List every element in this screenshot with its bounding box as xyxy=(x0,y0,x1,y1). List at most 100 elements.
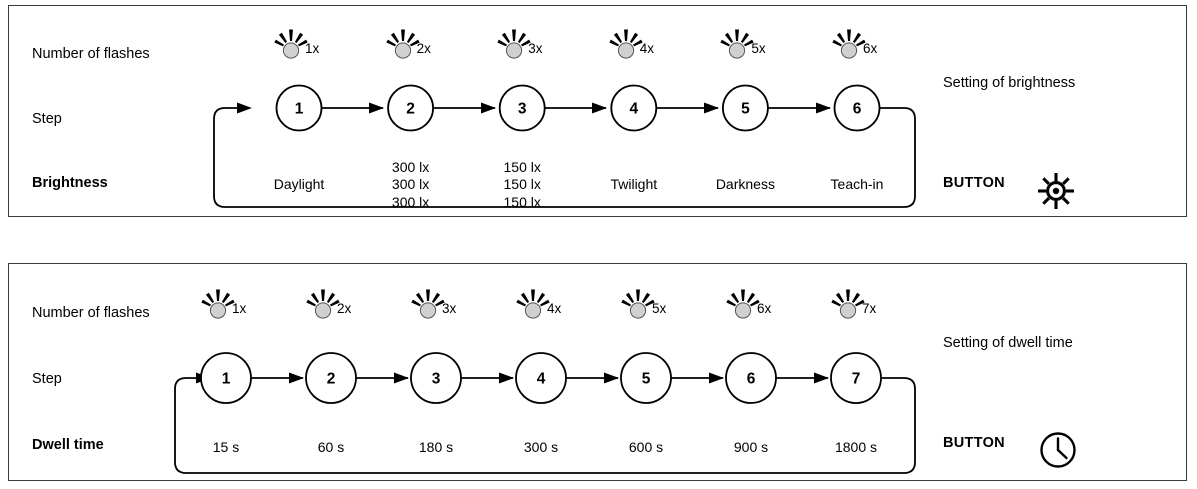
row-label-number-of-flashes: Number of flashes xyxy=(32,46,150,62)
brightness-panel: Number of flashes Step Brightness 1x 2x 3x… xyxy=(8,5,1187,217)
step-node xyxy=(725,352,777,404)
lamp-flash-icon xyxy=(201,289,235,319)
panel-caption-dwell: Setting of dwell time xyxy=(943,335,1073,351)
flash-indicator: 6x xyxy=(714,280,788,326)
flash-count-label: 1x xyxy=(232,301,247,316)
value-line: Darkness xyxy=(715,176,775,192)
step-number-label: 6 xyxy=(746,370,756,388)
step-number-label: 1 xyxy=(294,100,304,118)
flash-indicator: 2x xyxy=(374,20,448,66)
flash-count-label: 2x xyxy=(337,301,352,316)
step-node xyxy=(515,352,567,404)
value-line: Teach-in xyxy=(830,176,884,192)
row-label-dwell-time: Dwell time xyxy=(32,437,104,453)
step-node xyxy=(620,352,672,404)
step-value: 1800 s xyxy=(835,439,877,457)
step-value: Daylight xyxy=(274,176,325,194)
flash-count-label: 1x xyxy=(305,41,320,56)
lamp-flash-icon xyxy=(726,289,760,319)
flash-count-label: 3x xyxy=(442,301,457,316)
lamp-flash-icon xyxy=(609,29,643,59)
value-line: Daylight xyxy=(273,176,325,192)
value-line: 15 s xyxy=(212,439,240,455)
value-line: 150 lx xyxy=(503,158,541,175)
step-node xyxy=(830,352,882,404)
flash-indicator: 3x xyxy=(485,20,559,66)
step-number-label: 6 xyxy=(852,100,862,118)
step-node xyxy=(275,84,323,132)
row-label-step-2: Step xyxy=(32,371,62,387)
step-number-label: 4 xyxy=(536,370,546,388)
step-number-label: 4 xyxy=(629,100,639,118)
step-number-label: 3 xyxy=(517,100,527,118)
step-value: 900 s xyxy=(734,439,768,457)
step-node xyxy=(498,84,546,132)
step-node xyxy=(387,84,435,132)
clock-icon xyxy=(1040,432,1076,468)
step-value: 300 s xyxy=(524,439,558,457)
flash-indicator: 6x xyxy=(820,20,894,66)
button-label-dwell: BUTTON xyxy=(943,435,1005,451)
value-line: 600 s xyxy=(628,439,664,455)
lamp-flash-icon xyxy=(832,29,866,59)
value-line: 60 s xyxy=(317,439,345,455)
step-value: 600 s xyxy=(629,439,663,457)
step-node xyxy=(833,84,881,132)
flash-count-label: 7x xyxy=(862,301,877,316)
flash-count-label: 5x xyxy=(652,301,667,316)
flash-indicator: 5x xyxy=(609,280,683,326)
flash-count-label: 2x xyxy=(416,41,431,56)
flash-indicator: 1x xyxy=(262,20,336,66)
value-line: 900 s xyxy=(733,439,769,455)
value-line: 180 s xyxy=(418,439,454,455)
step-number-label: 1 xyxy=(221,370,231,388)
flash-indicator: 4x xyxy=(504,280,578,326)
lamp-flash-icon xyxy=(497,29,531,59)
flash-indicator: 3x xyxy=(399,280,473,326)
value-line: 150 lx xyxy=(503,176,541,192)
row-label-number-of-flashes-2: Number of flashes xyxy=(32,305,150,321)
flash-count-label: 5x xyxy=(751,41,766,56)
value-line: 300 lx xyxy=(391,158,430,175)
dwell-time-flow-diagram xyxy=(174,352,916,474)
lamp-flash-icon xyxy=(516,289,550,319)
step-node xyxy=(722,84,769,132)
flash-indicator: 2x xyxy=(294,280,368,326)
value-line: 300 s xyxy=(523,439,559,455)
lamp-flash-icon xyxy=(411,289,445,319)
step-value: Teach-in xyxy=(831,176,884,194)
step-number-label: 7 xyxy=(851,370,861,388)
lamp-flash-icon xyxy=(274,29,308,59)
value-line: 1800 s xyxy=(834,439,878,455)
row-label-step: Step xyxy=(32,111,62,127)
lamp-flash-icon xyxy=(621,289,655,319)
row-label-brightness: Brightness xyxy=(32,175,108,191)
step-node xyxy=(305,352,357,404)
step-number-label: 5 xyxy=(641,370,651,388)
flash-count-label: 6x xyxy=(757,301,772,316)
step-node xyxy=(410,352,462,404)
dwell-time-panel: Number of flashes Step Dwell time 1x 2x 3x… xyxy=(8,263,1187,481)
flash-count-label: 3x xyxy=(528,41,543,56)
step-value: 180 s xyxy=(419,439,453,457)
lamp-flash-icon xyxy=(385,29,420,59)
lamp-flash-icon xyxy=(720,29,755,59)
step-number-label: 2 xyxy=(326,370,336,388)
flash-count-label: 6x xyxy=(863,41,878,56)
flash-indicator: 5x xyxy=(708,20,782,66)
step-value: Twilight xyxy=(610,176,657,194)
button-label-brightness: BUTTON xyxy=(943,175,1005,191)
step-value: 60 s xyxy=(318,439,344,457)
step-node xyxy=(610,84,658,132)
lamp-flash-icon xyxy=(831,289,865,319)
step-number-label: 2 xyxy=(406,100,415,118)
step-number-label: 5 xyxy=(741,100,750,118)
value-line: 300 lx xyxy=(391,176,430,192)
flash-indicator: 4x xyxy=(597,20,671,66)
lamp-flash-icon xyxy=(306,289,340,319)
brightness-flow-diagram xyxy=(213,84,916,208)
value-line: 300 lx xyxy=(391,193,430,210)
brightness-sun-icon xyxy=(1038,173,1074,209)
